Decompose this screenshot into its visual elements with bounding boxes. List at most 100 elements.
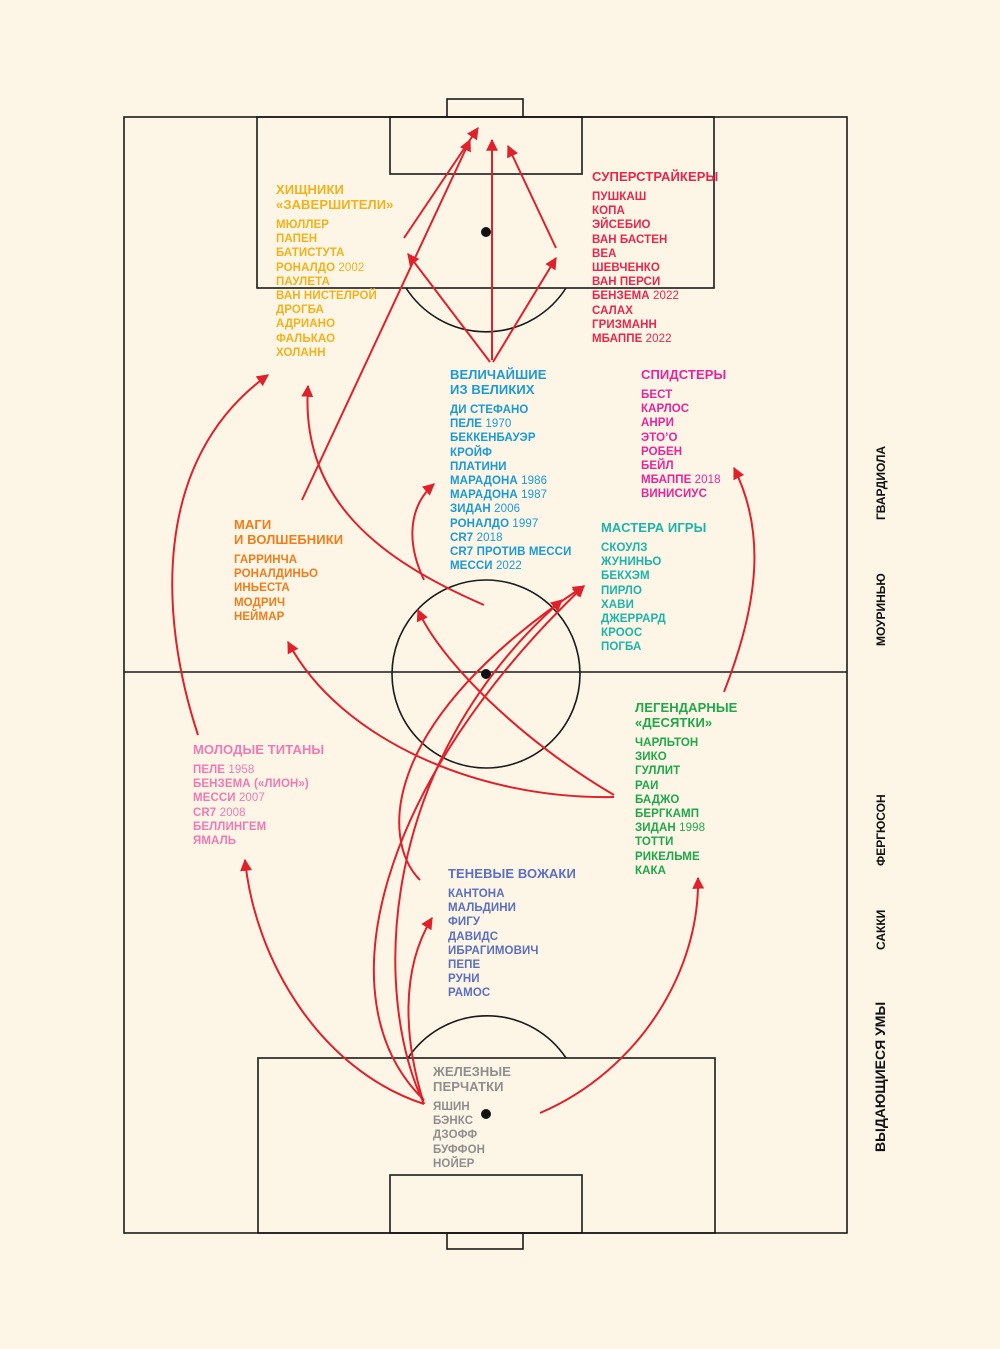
group-title-line: МОЛОДЫЕ ТИТАНЫ (193, 742, 325, 757)
arrow-gloves-to-tens (539, 876, 705, 1114)
list-item: ФАЛЬКАО (276, 332, 394, 346)
list-item: РОНАЛДО 1997 (450, 517, 571, 531)
player-name: ЭТО’О (641, 431, 678, 444)
list-item: МАРАДОНА 1986 (450, 474, 571, 488)
player-year: 2022 (653, 290, 679, 303)
list-item: ЯМАЛЬ (193, 834, 324, 848)
sidebar-title: ВЫДАЮЩИЕСЯ УМЫ (872, 1001, 888, 1152)
list-item: ПУШКАШ (592, 190, 718, 204)
player-name: БЭНКС (433, 1115, 474, 1128)
list-item: НЕЙМАР (234, 610, 343, 624)
player-name: ЭЙСЕБИО (592, 219, 651, 232)
group-title-line: ТЕНЕВЫЕ ВОЖАКИ (448, 866, 576, 881)
top-penalty-arc (405, 287, 567, 333)
list-item: ГАРРИНЧА (234, 553, 343, 567)
sidebar-name-sacchi: САККИ (874, 909, 888, 950)
arrow-gloves-to-masters (372, 585, 585, 1101)
player-name: ДРОГБА (276, 304, 324, 317)
player-name: БАТИСТУТА (276, 247, 345, 260)
player-name: ПЕЛЕ (450, 418, 483, 431)
list-item: КАКА (635, 864, 737, 878)
player-name: ПУШКАШ (592, 191, 647, 203)
list-item: МЕССИ 2007 (193, 791, 324, 805)
player-name: ДИ СТЕФАНО (450, 404, 529, 416)
center-circle (391, 579, 581, 769)
list-item: ВАН НИСТЕЛРОЙ (276, 289, 394, 303)
player-name: CR7 (450, 531, 474, 544)
player-name: БЕРГКАМП (635, 808, 700, 821)
arrow-superstrikers-to-goal (507, 144, 557, 249)
player-name: БЕЙЛ (641, 460, 674, 473)
list-item: ЧАРЛЬТОН (635, 736, 737, 750)
list-item: БЕНЗЕМА 2022 (592, 289, 718, 303)
player-name: КРООС (601, 627, 643, 640)
list-item: КРОЙФ (450, 446, 571, 460)
list-item: ИНЬЕСТА (234, 581, 343, 595)
list-item: АДРИАНО (276, 317, 394, 331)
player-name: ШЕВЧЕНКО (592, 262, 660, 275)
player-year: 1970 (485, 418, 512, 431)
list-item: ДИ СТЕФАНО (450, 403, 571, 417)
list-item: ДРОГБА (276, 303, 394, 317)
player-name: ВАН ПЕРСИ (592, 276, 661, 289)
player-name: БАДЖО (635, 793, 680, 806)
player-name: МБАППЕ (592, 333, 643, 346)
group-title-line: «ЗАВЕРШИТЕЛИ» (276, 197, 394, 212)
bottom-goal (446, 1232, 524, 1250)
player-name: МЮЛЛЕР (276, 219, 330, 231)
list-item: ВАН ПЕРСИ (592, 275, 718, 289)
player-name: ЯШИН (433, 1101, 470, 1113)
player-name: МАЛЬДИНИ (448, 902, 517, 915)
list-item: ЗИКО (635, 750, 737, 764)
player-name: ЖУНИНЬО (601, 556, 662, 569)
player-name: БЕНЗЕМА («ЛИОН») (193, 778, 309, 791)
player-name: ПИРЛО (601, 584, 642, 597)
list-item: CR7 ПРОТИВ МЕССИ (450, 545, 571, 559)
group-title-line: СУПЕРСТРАЙКЕРЫ (592, 169, 719, 184)
player-name: ТОТТИ (635, 836, 674, 849)
top-goal-area (389, 116, 583, 175)
group-title: МОЛОДЫЕ ТИТАНЫ (193, 742, 324, 757)
player-name: ГУЛЛИТ (635, 765, 681, 778)
list-item: РАМОС (448, 986, 576, 1000)
bottom-goal-area (389, 1174, 583, 1234)
player-name: РОНАЛДО (276, 261, 336, 274)
player-name: ФАЛЬКАО (276, 332, 336, 345)
list-item: МОДРИЧ (234, 596, 343, 610)
player-name: CR7 ПРОТИВ МЕССИ (450, 546, 572, 559)
list-item: ПАУЛЕТА (276, 275, 394, 289)
arrow-magicians-to-greatest (411, 483, 435, 581)
list-item: ШЕВЧЕНКО (592, 261, 718, 275)
group-title-line: МАСТЕРА ИГРЫ (601, 520, 707, 535)
list-item: МЮЛЛЕР (276, 218, 394, 232)
bottom-penalty-arc (407, 1015, 567, 1059)
arrow-tens-to-magicians (287, 640, 615, 799)
player-name: АНРИ (641, 417, 674, 430)
group-title: СУПЕРСТРАЙКЕРЫ (592, 169, 718, 184)
player-year: 2006 (494, 503, 521, 516)
list-item: ВАН БАСТЕН (592, 233, 718, 247)
list-item: НОЙЕР (433, 1157, 511, 1171)
list-item: ПЕПЕ (448, 958, 576, 972)
group-title: МАСТЕРА ИГРЫ (601, 520, 706, 535)
group-title-line: «ДЕСЯТКИ» (635, 715, 713, 730)
list-item: ХОЛАНН (276, 346, 394, 360)
player-name: РОБЕН (641, 445, 683, 458)
player-name: РОНАЛДИНЬО (234, 568, 319, 581)
player-name: ПЕЛЕ (193, 764, 226, 776)
player-name: РАИ (635, 779, 659, 792)
player-name: ПАУЛЕТА (276, 275, 330, 288)
list-item: ДЖЕРРАРД (601, 612, 706, 626)
player-year: 1986 (521, 475, 548, 488)
list-item: ГРИЗМАНН (592, 318, 718, 332)
player-name: ДЖЕРРАРД (601, 613, 666, 626)
list-item: ДЗОФФ (433, 1128, 511, 1142)
player-year: 1987 (521, 489, 548, 502)
list-item: БЕЛЛИНГЕМ (193, 820, 324, 834)
list-item: ЭТО’О (641, 431, 726, 445)
